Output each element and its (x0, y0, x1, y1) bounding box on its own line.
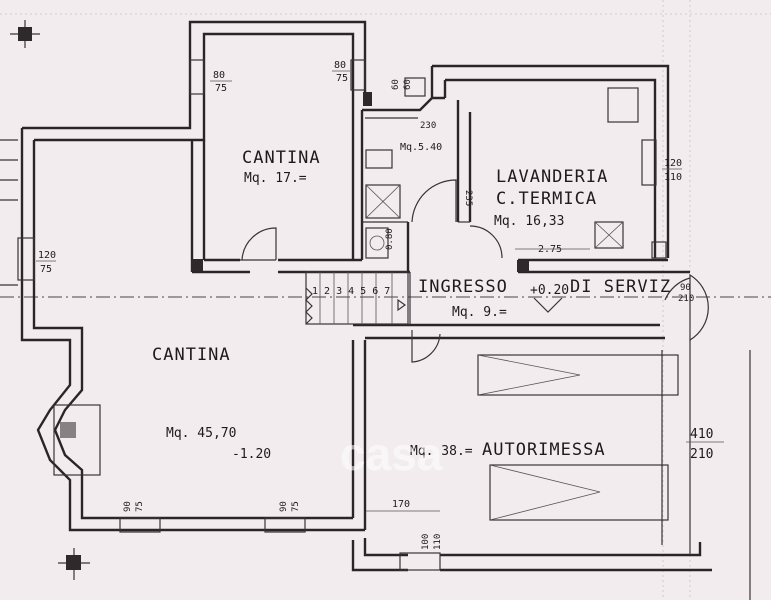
fireplace (53, 404, 101, 476)
dim-275: 2.75 (538, 244, 562, 255)
dim-door-210: 210 (678, 294, 694, 304)
dim-window-110: 110 (664, 172, 682, 183)
dim-window-90-a: 90 (123, 501, 133, 512)
dim-window-120-left: 120 (38, 250, 56, 261)
room-cantina-top-name: CANTINA (242, 148, 321, 168)
internal-walls (190, 92, 690, 340)
dim-window-80-b: 80 (334, 60, 346, 71)
room-ingresso-area: Mq. 9.= (452, 305, 507, 320)
dim-window-75-b2: 75 (291, 501, 301, 512)
outer-walls (20, 20, 751, 600)
room-ingresso-name: INGRESSO (418, 277, 508, 297)
windows (17, 59, 657, 571)
dim-window-60-a: 60 (391, 79, 401, 90)
dim-170: 170 (392, 499, 410, 510)
room-lavanderia-area: Mq. 16,33 (494, 214, 564, 229)
dim-window-75: 75 (215, 83, 227, 94)
dim-window-75-left: 75 (40, 264, 52, 275)
reference-marker-bottom-left (58, 548, 90, 580)
dim-garage-door-210: 210 (690, 447, 713, 462)
dim-window-110-bottom: 110 (433, 534, 443, 550)
dim-door-90: 90 (680, 283, 691, 293)
garage-parking-bays (477, 350, 679, 545)
room-autorimessa-area: Mq. 38.= (410, 444, 473, 459)
door-bagno (411, 179, 457, 223)
dim-080: 0.80 (385, 228, 395, 250)
room-cantina-main-level: -1.20 (232, 447, 271, 462)
door-service-round (689, 273, 709, 342)
doors (240, 179, 709, 363)
dim-garage-door-410: 410 (690, 427, 713, 442)
level-marker-ingresso (533, 297, 563, 313)
dim-window-75-a: 75 (135, 501, 145, 512)
dim-230: 230 (420, 121, 436, 131)
dim-235: 235 (463, 190, 473, 206)
dim-window-100: 100 (421, 534, 431, 550)
room-cantina-top-area: Mq. 17.= (244, 171, 307, 186)
dim-window-60-b: 60 (403, 79, 413, 90)
dim-window-90-b: 90 (279, 501, 289, 512)
dim-window-120: 120 (664, 158, 682, 169)
structural-pillars (191, 92, 529, 272)
watermark: casa (340, 428, 443, 480)
door-cantina-top (240, 227, 277, 261)
door-ingresso (411, 330, 441, 363)
room-centrale-termica-name: C.TERMICA (496, 189, 597, 209)
laundry-fixtures (594, 87, 667, 259)
bathroom-fixtures (365, 149, 401, 259)
door-lavanderia (469, 225, 503, 259)
exterior-steps-left (0, 139, 18, 286)
room-lavanderia-name: LAVANDERIA (496, 167, 608, 187)
staircase: 1 2 3 4 5 6 7 (305, 271, 409, 325)
dim-window-80: 80 (213, 70, 225, 81)
room-ingresso-suffix: DI SERVIZ (570, 277, 671, 297)
room-autorimessa-name: AUTORIMESSA (482, 440, 606, 460)
room-ingresso-level: +0.20 (530, 283, 569, 298)
room-cantina-main-name: CANTINA (152, 345, 231, 365)
stair-step-numbers: 1 2 3 4 5 6 7 (312, 286, 390, 297)
reference-marker-top-left (10, 20, 40, 48)
dim-window-75-b: 75 (336, 73, 348, 84)
room-bagno-area: Mq.5.40 (400, 142, 442, 153)
room-cantina-main-area: Mq. 45,70 (166, 426, 236, 441)
